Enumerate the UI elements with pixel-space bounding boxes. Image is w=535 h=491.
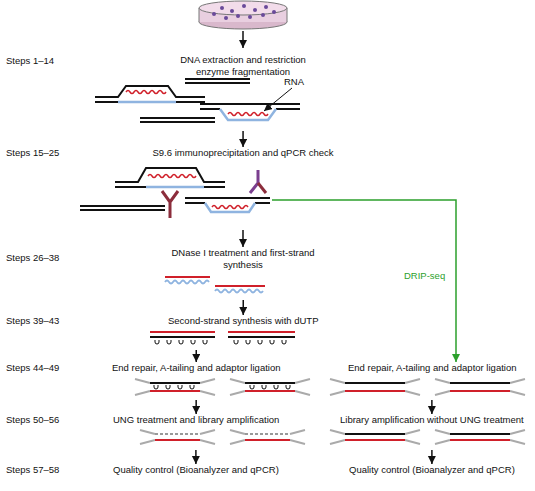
- dna-duplex: [140, 118, 215, 122]
- cdna-strand: [150, 390, 295, 392]
- step-text: S9.6 immunoprecipitation and qPCR check: [153, 147, 334, 159]
- dish-edge: [287, 8, 288, 22]
- dna-strand: [95, 101, 205, 103]
- step-number: Steps 57–58: [6, 464, 59, 476]
- step-number: Steps 44–49: [6, 362, 59, 374]
- flow-arrow: [242, 31, 244, 48]
- antibody: [162, 191, 178, 218]
- flow-arrow: [242, 230, 244, 247]
- dna-duplex: [185, 79, 250, 83]
- step-box: End repair, A-tailing and adaptor ligati…: [348, 362, 516, 374]
- degraded-strand: [155, 433, 290, 435]
- step-box: DNA extraction and restriction enzyme fr…: [168, 54, 318, 78]
- flow-arrow: [431, 450, 433, 464]
- template-strand: [118, 101, 176, 104]
- leader-line: [264, 88, 292, 111]
- step-text: Second-strand synthesis with dUTP: [168, 315, 318, 327]
- cell: [261, 13, 265, 17]
- step-number: Steps 50–56: [6, 414, 59, 426]
- edge-label: DRIP-seq: [404, 270, 445, 282]
- step-text: DNase I treatment and first-strand synth…: [158, 247, 328, 271]
- adaptor: [135, 379, 310, 395]
- dna-strand: [185, 198, 270, 203]
- dna-strand: [115, 186, 225, 188]
- rna-strand: [165, 281, 209, 284]
- cell: [212, 12, 216, 16]
- dutp-marks: [155, 340, 286, 344]
- cell: [224, 16, 228, 20]
- step-number: Steps 1–14: [6, 55, 54, 67]
- annotation-label: RNA: [284, 76, 304, 88]
- template-strand: [205, 203, 255, 212]
- dna-strand: [345, 382, 510, 384]
- antibody: [250, 170, 258, 193]
- dna-strand: [95, 86, 205, 97]
- step-box: S9.6 immunoprecipitation and qPCR check: [153, 147, 334, 159]
- step-box: Quality control (Bioanalyzer and qPCR): [349, 464, 515, 476]
- step-text: DNA extraction and restriction enzyme fr…: [168, 54, 318, 78]
- antibody: [258, 183, 266, 193]
- cell: [220, 6, 224, 10]
- adaptor: [330, 430, 525, 444]
- flow-arrow: [195, 400, 197, 414]
- step-text: Library amplification without UNG treatm…: [340, 414, 524, 426]
- step-number: Steps 39–43: [6, 315, 59, 327]
- cell: [248, 15, 252, 19]
- rna-strand: [212, 206, 248, 209]
- dna-strand: [115, 168, 225, 182]
- cell: [242, 4, 246, 8]
- rna-strand: [345, 390, 510, 392]
- rna-strand: [345, 439, 510, 441]
- dish-edge: [199, 8, 200, 22]
- step-text: Quality control (Bioanalyzer and qPCR): [349, 464, 515, 476]
- step-number: Steps 26–38: [6, 252, 59, 264]
- adaptor: [140, 430, 305, 444]
- step-box: DNase I treatment and first-strand synth…: [158, 247, 328, 271]
- step-text: End repair, A-tailing and adaptor ligati…: [348, 362, 516, 374]
- rna-strand: [228, 113, 268, 116]
- step-box: Quality control (Bioanalyzer and qPCR): [113, 464, 279, 476]
- flow-arrow: [272, 200, 456, 362]
- dna-strand: [345, 433, 510, 435]
- cell: [253, 8, 257, 12]
- step-box: Library amplification without UNG treatm…: [340, 414, 524, 426]
- flow-arrow: [195, 450, 197, 464]
- rna-strand: [148, 175, 196, 178]
- second-strand: [150, 382, 295, 384]
- dna-duplex: [80, 206, 165, 210]
- step-box: Second-strand synthesis with dUTP: [168, 315, 318, 327]
- step-text: Quality control (Bioanalyzer and qPCR): [113, 464, 279, 476]
- rna-strand: [215, 290, 263, 293]
- cell: [272, 10, 276, 14]
- cdna-strand: [150, 331, 295, 333]
- cell: [236, 14, 240, 18]
- template-strand: [146, 186, 204, 189]
- cdna-strand: [155, 439, 290, 441]
- template-strand: [220, 109, 276, 120]
- flow-arrow: [242, 131, 244, 147]
- cell: [264, 5, 268, 9]
- cdna-strand: [165, 277, 265, 286]
- cell: [230, 9, 234, 13]
- flow-arrow: [431, 400, 433, 414]
- dna-strand: [200, 104, 300, 109]
- step-text: End repair, A-tailing and adaptor ligati…: [112, 362, 280, 374]
- second-strand: [150, 336, 295, 338]
- flow-arrow: [242, 300, 244, 315]
- rna-strand: [126, 91, 166, 94]
- dutp-marks: [154, 385, 290, 389]
- step-number: Steps 15–25: [6, 147, 59, 159]
- dish-top: [199, 1, 287, 15]
- step-box: UNG treatment and library amplification: [113, 414, 279, 426]
- step-text: UNG treatment and library amplification: [113, 414, 279, 426]
- flow-arrow: [195, 350, 197, 362]
- cells: [212, 4, 276, 20]
- step-box: End repair, A-tailing and adaptor ligati…: [112, 362, 280, 374]
- adaptor: [330, 379, 525, 395]
